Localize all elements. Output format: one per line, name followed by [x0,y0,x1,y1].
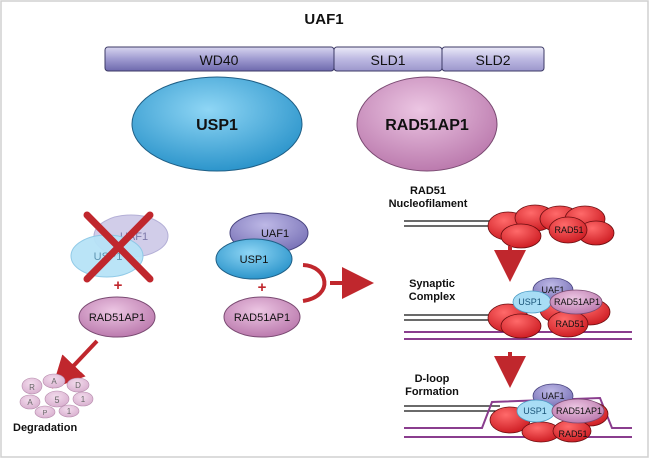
domain-wd40-label: WD40 [200,52,239,68]
step1-label-line2: Nucleofilament [389,198,468,210]
fragment-1a: 1 [81,395,86,404]
rad51ap1-middle [223,296,301,338]
usp1-large-label: USP1 [196,117,238,134]
fragment-r: R [29,383,35,392]
plus-sign-left: + [114,277,123,294]
usp1-step3-label: USP1 [523,406,547,416]
step3-rad51-label: RAD51 [558,429,587,439]
fragment-a1: A [51,377,57,386]
step1-rad51-label: RAD51 [554,225,583,235]
left-panel: UAF1 USP1 + RAD51AP1 R A D A 5 1 P 1 [13,211,169,434]
rad51ap1-step3-label: RAD51AP1 [556,406,602,416]
figure-title: UAF1 [304,11,343,28]
x-cross-icon [83,211,154,283]
usp1-middle [215,238,293,280]
step2-rad51-label: RAD51 [555,319,584,329]
uaf1-middle-label: UAF1 [261,228,289,240]
rad51ap1-step2-label: RAD51AP1 [554,297,600,307]
fragment-d: D [75,381,81,390]
binding-bracket [302,263,327,303]
fragment-p: P [43,410,48,417]
step3-label-line1: D-loop [415,373,450,385]
degraded-fragments: R A D A 5 1 P 1 [19,373,94,419]
rad51ap1-large [356,76,498,172]
rad51ap1-step3 [551,398,605,424]
rad51ap1-large-label: RAD51AP1 [385,117,469,134]
degradation-label: Degradation [13,422,77,434]
step1-label-line1: RAD51 [410,185,446,197]
rad51ap1-left-label: RAD51AP1 [89,312,145,324]
step3-label-line2: Formation [405,386,459,398]
usp1-large [131,76,303,172]
rad51ap1-step2 [549,289,603,315]
domain-sld2 [441,46,545,72]
uaf1-domain-bar: WD40 SLD1 SLD2 [104,46,545,72]
domain-sld1-label: SLD1 [370,52,405,68]
uaf1-step2-label: UAF1 [541,285,564,295]
fragment-1b: 1 [67,407,72,416]
middle-panel: UAF1 USP1 + RAD51AP1 [215,212,374,338]
uaf1-step3-label: UAF1 [541,391,564,401]
rad51ap1-middle-label: RAD51AP1 [234,312,290,324]
right-panel: RAD51 Nucleofilament RAD51 Synaptic Comp… [389,185,632,443]
usp1-step2-label: USP1 [518,297,542,307]
fragment-a2: A [27,398,33,407]
degradation-arrow [52,339,99,389]
domain-sld2-label: SLD2 [475,52,510,68]
rad51-filament-1 [487,204,615,249]
step2-label-line1: Synaptic [409,278,455,290]
usp1-middle-label: USP1 [240,254,269,266]
rad51ap1-left [78,296,156,338]
step2-label-line2: Complex [409,291,456,303]
plus-sign-middle: + [258,279,267,296]
fragment-5: 5 [54,395,59,405]
